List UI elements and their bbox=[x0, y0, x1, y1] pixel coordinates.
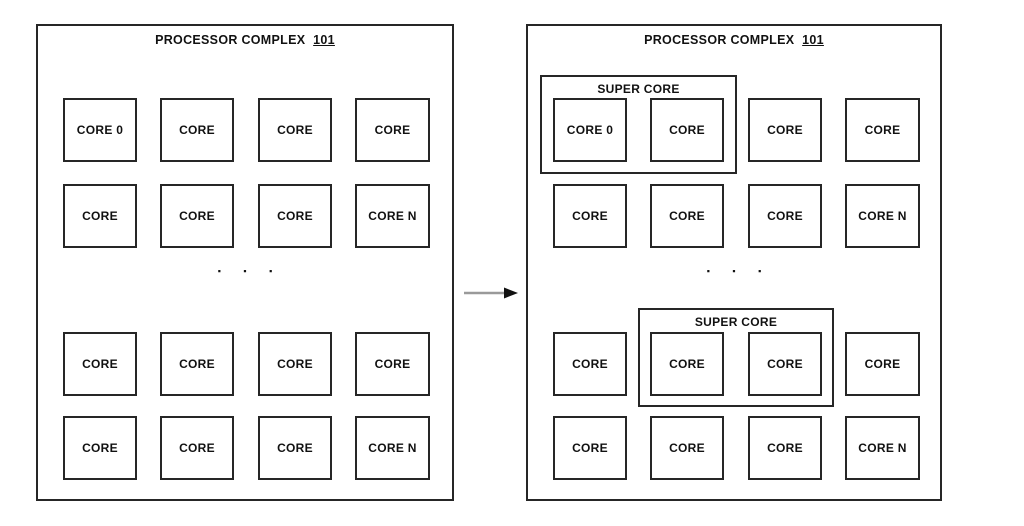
core-box: CORE bbox=[553, 184, 627, 248]
panel-title: PROCESSOR COMPLEX 101 bbox=[38, 33, 452, 47]
super-core-box-bottom: SUPER CORE bbox=[638, 308, 834, 407]
super-core-label: SUPER CORE bbox=[597, 82, 680, 96]
core-box: CORE bbox=[160, 98, 234, 162]
processor-complex-panel-right: PROCESSOR COMPLEX 101 SUPER CORE CORE 0 … bbox=[526, 24, 942, 501]
super-core-box-top: SUPER CORE bbox=[540, 75, 737, 174]
core-box: CORE bbox=[845, 332, 920, 396]
core-box: CORE bbox=[63, 332, 137, 396]
core-box: CORE bbox=[258, 332, 332, 396]
core-box: CORE bbox=[650, 416, 724, 480]
processor-complex-panel-left: PROCESSOR COMPLEX 101 CORE 0 CORE CORE C… bbox=[36, 24, 454, 501]
panel-title-text: PROCESSOR COMPLEX bbox=[155, 33, 306, 47]
core-box: CORE bbox=[748, 98, 822, 162]
core-box: CORE bbox=[355, 332, 430, 396]
core-box: CORE bbox=[258, 184, 332, 248]
ellipsis: ▪ ▪ ▪ bbox=[706, 266, 772, 276]
core-box: CORE bbox=[258, 416, 332, 480]
panel-title-ref: 101 bbox=[802, 33, 824, 47]
core-box: CORE bbox=[160, 416, 234, 480]
core-box: CORE bbox=[553, 416, 627, 480]
core-box: CORE bbox=[748, 416, 822, 480]
core-box: CORE bbox=[650, 332, 724, 396]
core-box: CORE bbox=[63, 416, 137, 480]
panel-title-ref: 101 bbox=[313, 33, 335, 47]
core-box: CORE bbox=[748, 184, 822, 248]
core-box: CORE bbox=[355, 98, 430, 162]
ellipsis: ▪ ▪ ▪ bbox=[217, 266, 283, 276]
core-box: CORE 0 bbox=[553, 98, 627, 162]
core-box: CORE bbox=[258, 98, 332, 162]
core-box: CORE 0 bbox=[63, 98, 137, 162]
core-box: CORE bbox=[160, 184, 234, 248]
core-box: CORE bbox=[845, 98, 920, 162]
core-box: CORE N bbox=[355, 184, 430, 248]
core-box: CORE bbox=[650, 98, 724, 162]
core-box: CORE N bbox=[845, 184, 920, 248]
core-box: CORE bbox=[160, 332, 234, 396]
core-box: CORE bbox=[553, 332, 627, 396]
core-box: CORE N bbox=[355, 416, 430, 480]
panel-title-text: PROCESSOR COMPLEX bbox=[644, 33, 795, 47]
arrow-right-icon bbox=[463, 285, 519, 301]
core-box: CORE bbox=[63, 184, 137, 248]
super-core-label: SUPER CORE bbox=[694, 315, 778, 329]
core-box: CORE bbox=[650, 184, 724, 248]
panel-title: PROCESSOR COMPLEX 101 bbox=[528, 33, 940, 47]
core-box: CORE N bbox=[845, 416, 920, 480]
core-box: CORE bbox=[748, 332, 822, 396]
